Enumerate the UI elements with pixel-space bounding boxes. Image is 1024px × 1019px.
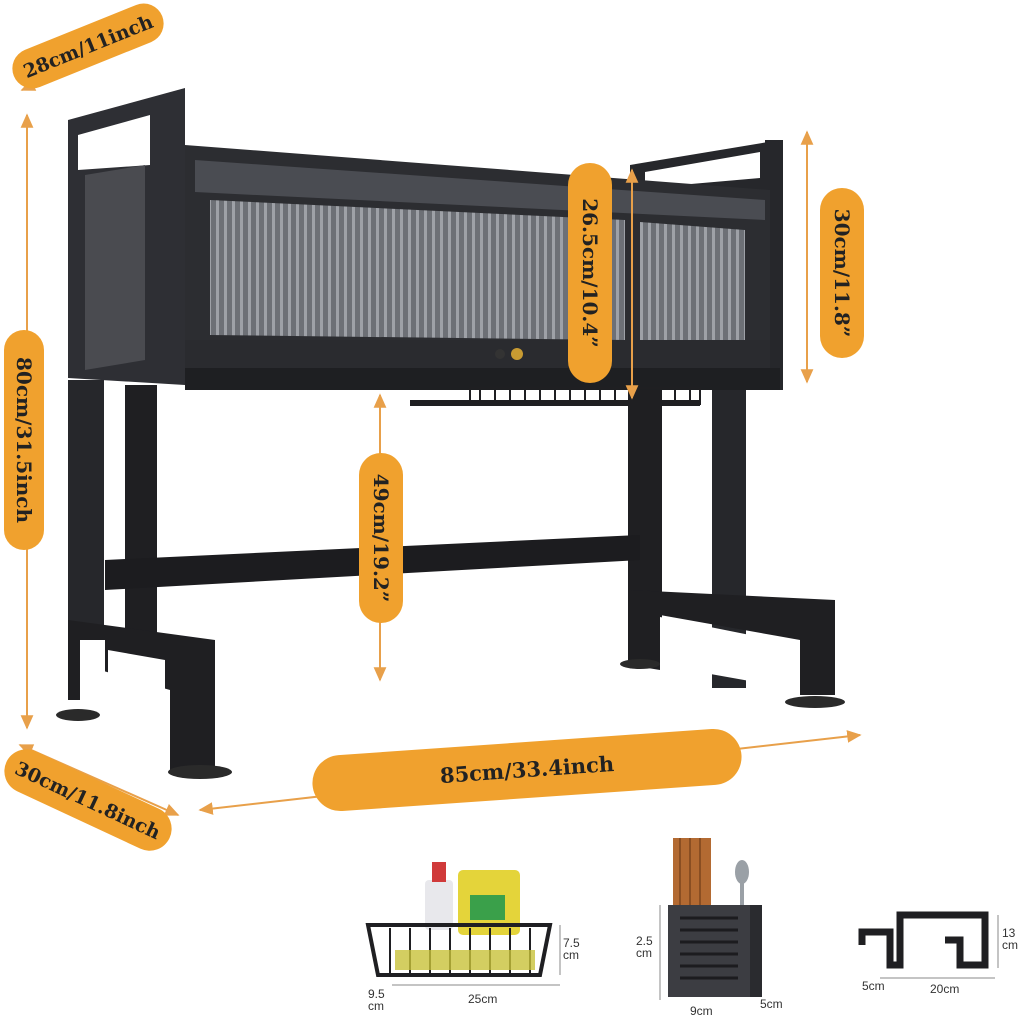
basket-depth-value: 9.5 bbox=[368, 987, 385, 1001]
top-depth-label: 28cm/11inch bbox=[12, 3, 164, 89]
basket-depth-unit: cm bbox=[368, 999, 384, 1013]
hook-height-unit: cm bbox=[1002, 938, 1018, 952]
hook-accessory: 13 cm 5cm 20cm bbox=[858, 911, 1018, 996]
basket-height-value: 7.5 bbox=[563, 936, 580, 950]
basket-height-unit: cm bbox=[563, 948, 579, 962]
holder-depth: 5cm bbox=[760, 997, 783, 1011]
total-height-label: 80cm/31.5inch bbox=[4, 330, 44, 550]
hook-depth: 5cm bbox=[862, 979, 885, 993]
total-height-text: 80cm/31.5inch bbox=[12, 357, 36, 524]
basket-width: 25cm bbox=[468, 992, 497, 1006]
hook-height-value: 13 bbox=[1002, 926, 1016, 940]
utensil-holder-accessory: 2.5 cm 9cm 5cm bbox=[636, 838, 783, 1018]
width-label: 85cm/33.4inch bbox=[312, 728, 742, 812]
hook-width: 20cm bbox=[930, 982, 959, 996]
clearance-height-label: 49cm/19.2” bbox=[359, 453, 403, 623]
hanging-basket-accessory: 7.5 cm 9.5 cm 25cm bbox=[365, 862, 580, 1013]
cabinet-height-text: 30cm/11.8” bbox=[830, 209, 854, 338]
cabinet-height-label: 30cm/11.8” bbox=[820, 188, 864, 358]
cabinet-inner-height-text: 26.5cm/10.4” bbox=[578, 198, 602, 348]
holder-height-value: 2.5 bbox=[636, 934, 653, 948]
holder-width: 9cm bbox=[690, 1004, 713, 1018]
cabinet-inner-height-label: 26.5cm/10.4” bbox=[568, 163, 612, 383]
kitchen-rack-illustration bbox=[56, 88, 845, 779]
clearance-height-text: 49cm/19.2” bbox=[369, 474, 393, 603]
base-depth-label: 30cm/11.8inch bbox=[4, 749, 172, 851]
holder-height-unit: cm bbox=[636, 946, 652, 960]
